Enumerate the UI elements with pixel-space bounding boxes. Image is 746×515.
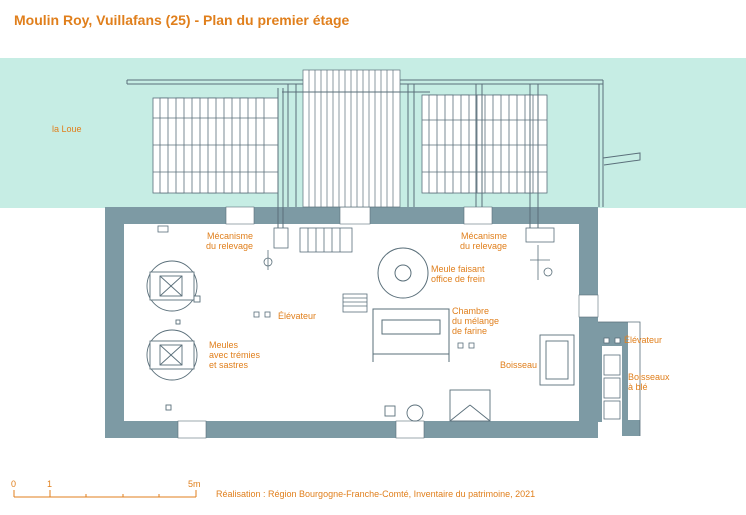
wall-opening [395,420,425,439]
annex-step [622,420,640,436]
label-elevateur-right: Élévateur [624,335,663,345]
scale-tick-5m: 5m [188,479,201,489]
scale-bar [13,490,197,498]
meule-frein [377,247,429,299]
interior-floor [124,224,579,421]
wall-opening [225,206,255,225]
meule-lower [146,319,198,411]
bottom-wheel [406,404,424,422]
water-wheel-right [421,94,548,194]
relevage-left [263,227,353,270]
label-elevateur-center: Élévateur [278,311,317,321]
annex-outline [598,321,641,436]
boisseau [539,334,575,386]
wall-opening [339,206,371,225]
scale-tick-0: 0 [11,479,17,489]
elevateur-box [253,311,260,318]
sluice-gate [302,69,401,208]
wall-opening [463,206,493,225]
label-chambre: Chambre du mélange de farine [452,306,500,336]
wall-door [578,294,599,318]
stair [342,293,368,313]
relevage-right [525,227,555,280]
scale-tick-1: 1 [47,479,53,489]
small-box [157,225,169,233]
label-mecanisme-left: Mécanisme du relevage [206,231,254,251]
chambre-box [457,342,464,349]
bottom-box [384,405,396,417]
water-wheel-left [152,97,279,194]
label-mecanisme-right: Mécanisme du relevage [460,231,508,251]
page-title: Moulin Roy, Vuillafans (25) - Plan du pr… [14,12,350,28]
chambre-box [468,342,475,349]
credit: Réalisation : Région Bourgogne-Franche-C… [216,489,536,499]
label-boisseau: Boisseau [500,360,538,370]
label-boisseaux-ble: Boisseaux à blé [628,372,670,392]
elevateur-box-right [614,337,621,344]
label-meules: Meules avec trémies et sastres [209,340,261,370]
river-label: la Loue [52,124,82,134]
elevateur-box [264,311,271,318]
meule-upper [146,260,201,312]
chambre-melange [372,308,450,362]
elevateur-box-right [603,337,610,344]
label-meule-frein: Meule faisant office de frein [431,264,485,284]
boisseaux-ble [603,354,621,420]
wall-opening [177,420,207,439]
